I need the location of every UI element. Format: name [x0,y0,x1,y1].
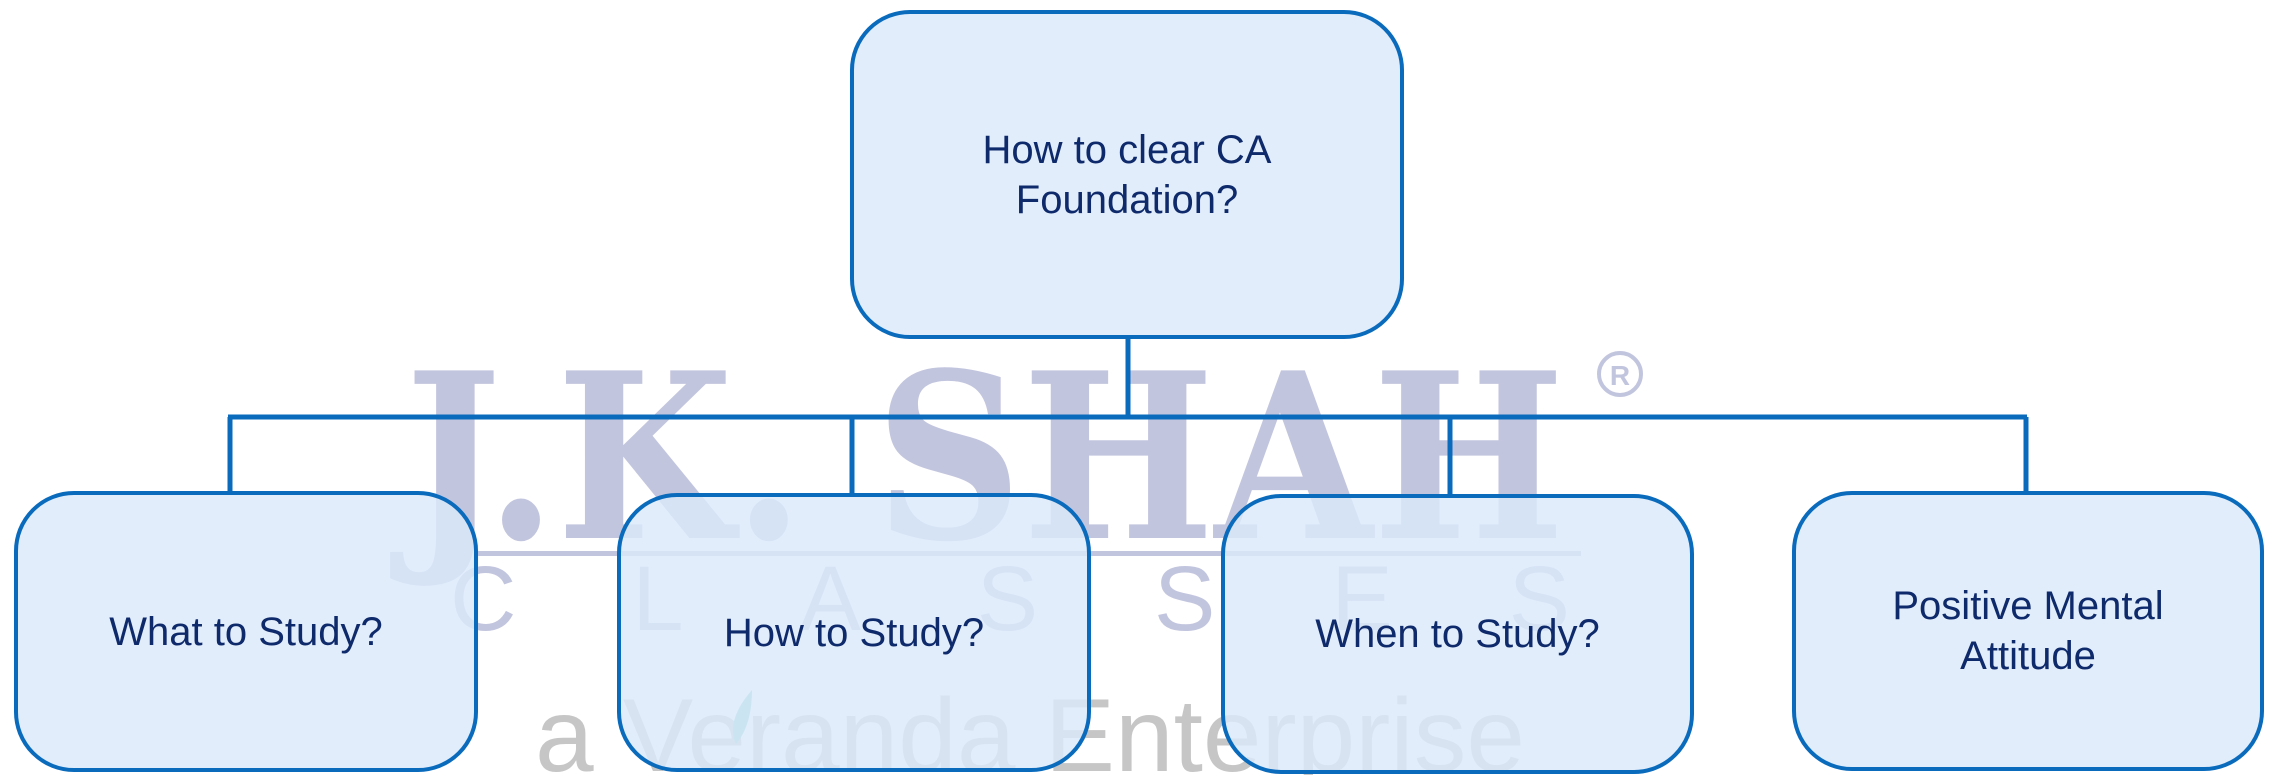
child-node-how-to-study: How to Study? [617,493,1091,772]
child-node-label: Positive Mental Attitude [1892,584,2164,678]
child-node-when-to-study: When to Study? [1221,494,1694,774]
registered-mark-letter: R [1610,360,1630,391]
root-node: How to clear CA Foundation? [850,10,1404,339]
child-node-label: When to Study? [1315,612,1600,656]
child-node-what-to-study: What to Study? [14,491,478,772]
registered-mark-icon [1597,351,1643,397]
child-node-positive-mental-attitude: Positive Mental Attitude [1792,491,2264,771]
root-node-label: How to clear CA Foundation? [982,127,1272,222]
child-node-label: How to Study? [723,610,985,655]
child-node-label: What to Study? [109,609,383,654]
